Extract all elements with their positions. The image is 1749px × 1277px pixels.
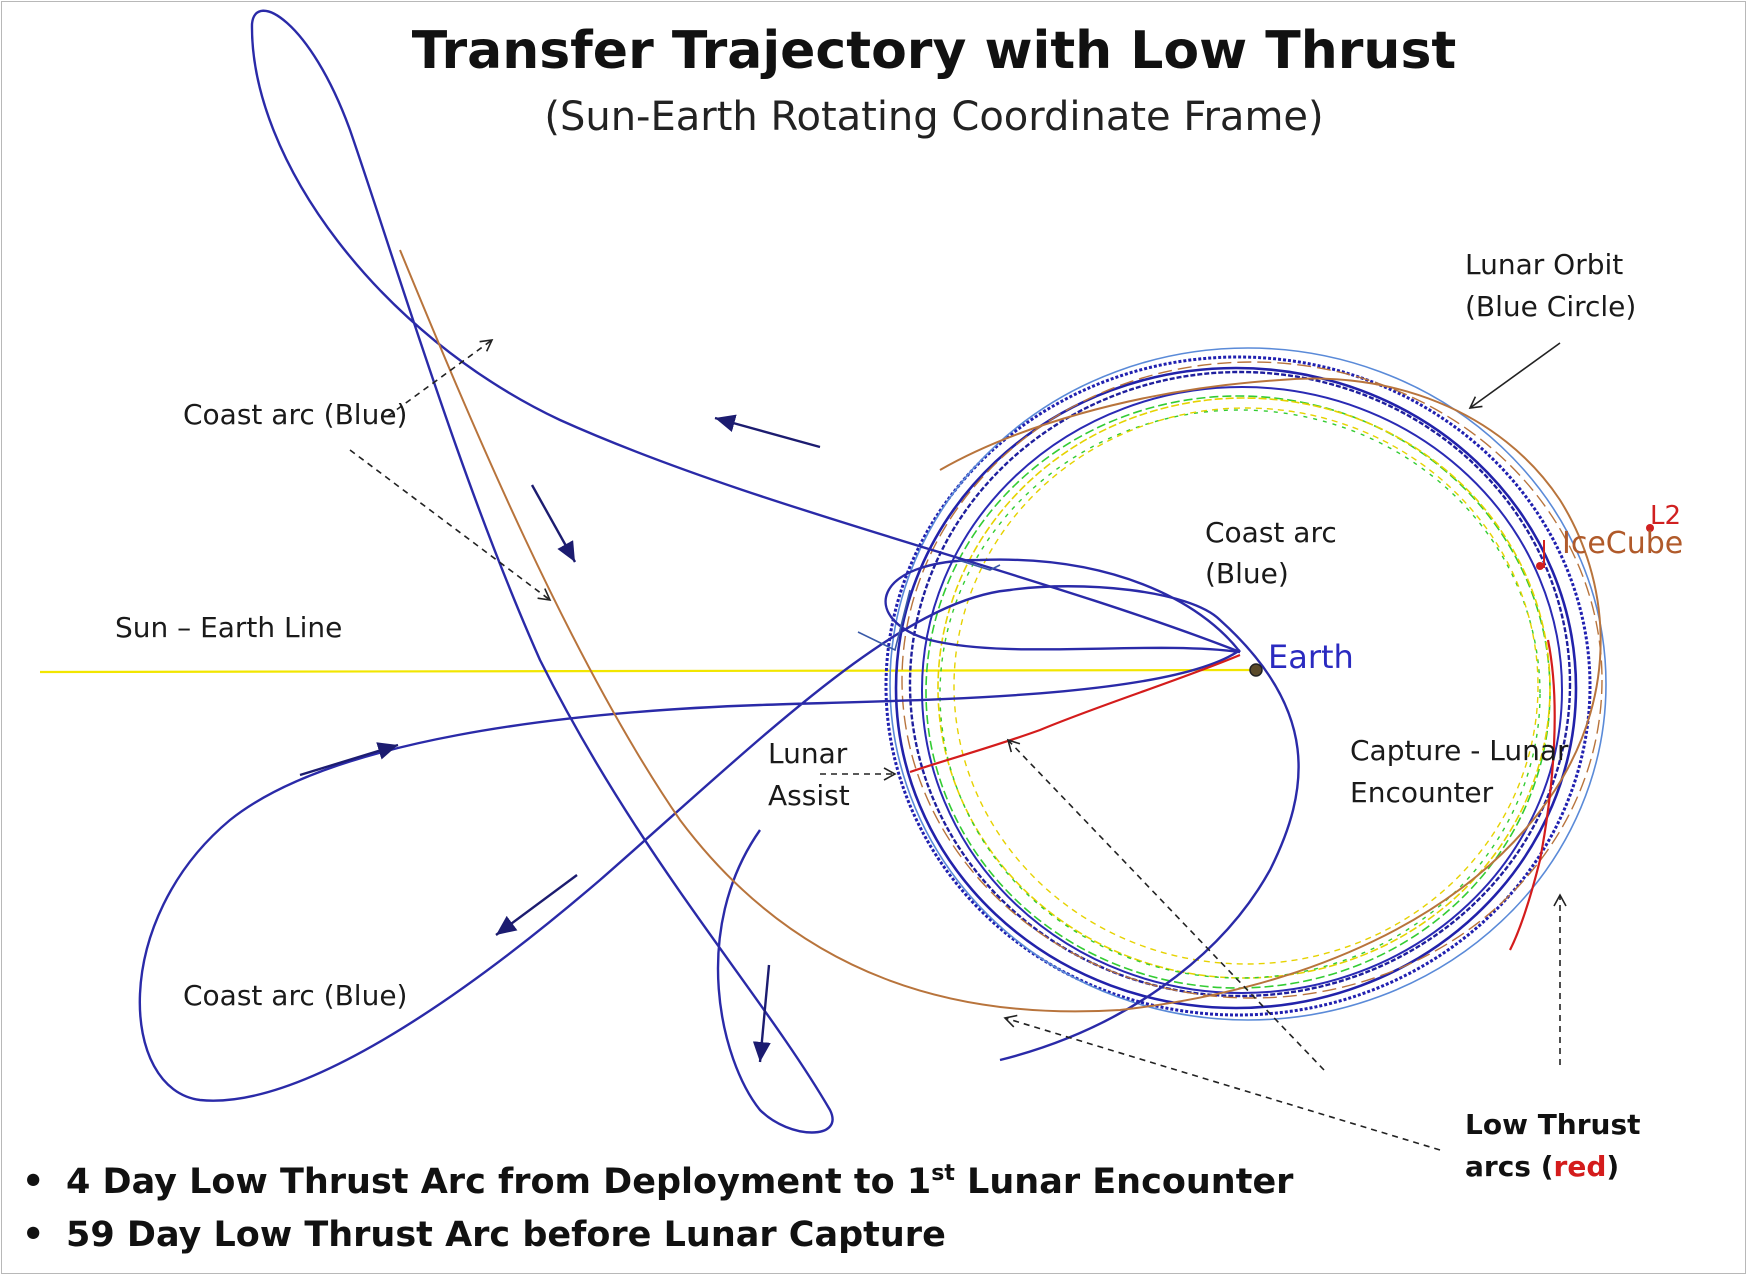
capture-label-2: Encounter bbox=[1350, 776, 1494, 809]
lunar-orbit-label-1: Lunar Orbit bbox=[1465, 248, 1623, 281]
capture-label-1: Capture - Lunar bbox=[1350, 734, 1569, 767]
direction-arrow-bottom bbox=[752, 964, 771, 1063]
coast-arc-approach-earth bbox=[138, 585, 1300, 1102]
low-thrust-label-1: Low Thrust bbox=[1465, 1108, 1641, 1141]
pointer-low-thrust-deployment bbox=[1006, 738, 1325, 1071]
lunar-assist-tick-right bbox=[957, 559, 1001, 571]
earth-label: Earth bbox=[1268, 638, 1354, 676]
low-thrust-arc-deployment bbox=[909, 653, 1241, 774]
icecube-marker bbox=[1536, 562, 1544, 570]
lunar-orbit-label-2: (Blue Circle) bbox=[1465, 290, 1636, 323]
lunar-orbit-cluster bbox=[884, 347, 1607, 1021]
coast-arc-center-label-1: Coast arc bbox=[1205, 516, 1337, 549]
lunar-l2-label: L2 bbox=[1650, 501, 1681, 531]
coast-arc-lower-label: Coast arc (Blue) bbox=[183, 979, 407, 1012]
icecube-label: IceCube bbox=[1562, 526, 1683, 561]
direction-arrow-top bbox=[714, 414, 821, 449]
low-thrust-arc-capture bbox=[1509, 639, 1556, 951]
low-thrust-label-2: arcs (red) bbox=[1465, 1150, 1619, 1183]
direction-arrow-left bbox=[299, 742, 399, 777]
direction-arrow-lower-left bbox=[495, 874, 578, 936]
pointer-lunar-orbit bbox=[1468, 342, 1561, 409]
bullet-list: •4 Day Low Thrust Arc from Deployment to… bbox=[22, 1161, 1294, 1255]
pointer-low-thrust-approach bbox=[1003, 1014, 1441, 1151]
lunar-assist-label-1: Lunar bbox=[768, 737, 848, 770]
coast-arc-upper-loop bbox=[250, 9, 1241, 1134]
lunar-assist-tick-upper bbox=[857, 589, 911, 652]
bullet-item-1: •4 Day Low Thrust Arc from Deployment to… bbox=[22, 1161, 1294, 1202]
bullet-item-2: •59 Day Low Thrust Arc before Lunar Capt… bbox=[22, 1215, 946, 1255]
diagram-subtitle: (Sun-Earth Rotating Coordinate Frame) bbox=[544, 94, 1323, 140]
coast-arc-center-loop bbox=[884, 558, 1241, 654]
earth-marker bbox=[1249, 663, 1263, 677]
pointer-coast-arc-lower bbox=[349, 449, 552, 602]
sun-earth-line-label: Sun – Earth Line bbox=[115, 611, 342, 644]
lunar-assist-label-2: Assist bbox=[768, 779, 850, 812]
diagram-title: Transfer Trajectory with Low Thrust bbox=[412, 21, 1457, 81]
l2-marker bbox=[1646, 524, 1654, 532]
sun-earth-line bbox=[39, 668, 1259, 674]
coast-arc-center-label-2: (Blue) bbox=[1205, 557, 1289, 590]
direction-arrow-upper-loop bbox=[530, 484, 577, 563]
approach-arc bbox=[399, 249, 1602, 1013]
coast-arc-upper-label: Coast arc (Blue) bbox=[183, 398, 407, 431]
